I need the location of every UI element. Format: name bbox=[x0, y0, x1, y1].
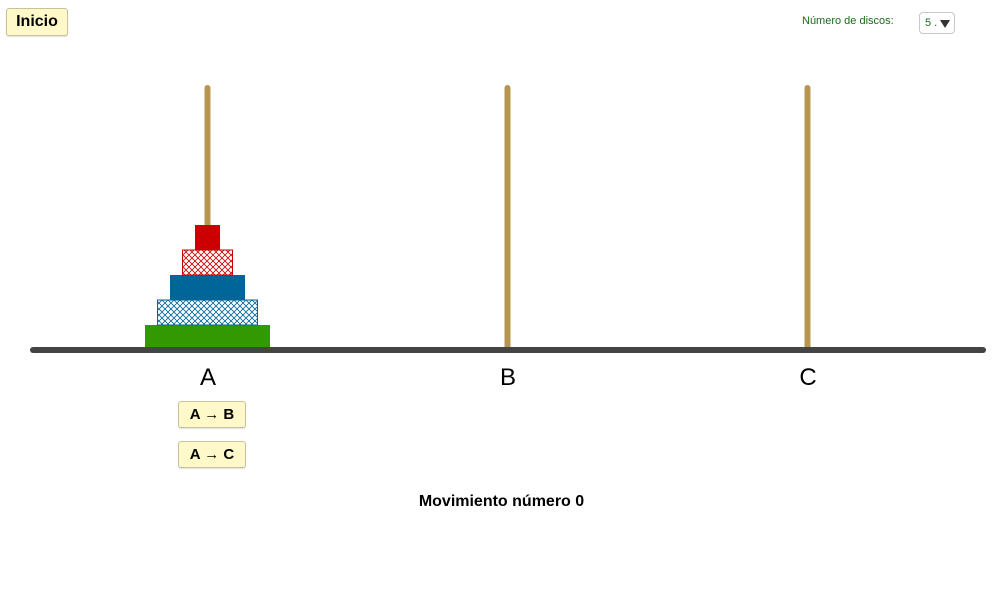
disc-count-label: Número de discos: bbox=[802, 15, 894, 27]
chevron-down-icon bbox=[940, 20, 950, 28]
peg-label-a: A bbox=[200, 364, 216, 391]
reset-button[interactable]: Inicio bbox=[6, 8, 68, 36]
disc-2[interactable] bbox=[182, 249, 233, 276]
peg-label-c: C bbox=[799, 364, 816, 391]
move-counter: Movimiento número 0 bbox=[418, 493, 585, 510]
move-a-to-c-button[interactable]: A → C bbox=[178, 441, 246, 468]
disc-1[interactable] bbox=[195, 225, 220, 250]
disc-4[interactable] bbox=[157, 299, 258, 326]
disc-count-select[interactable]: 5 . bbox=[919, 12, 955, 34]
move-a-to-b-button[interactable]: A → B bbox=[178, 401, 246, 428]
disc-3[interactable] bbox=[170, 275, 245, 300]
peg-label-b: B bbox=[500, 364, 516, 391]
disc-count-value: 5 . bbox=[925, 17, 938, 29]
disc-5[interactable] bbox=[145, 325, 270, 350]
